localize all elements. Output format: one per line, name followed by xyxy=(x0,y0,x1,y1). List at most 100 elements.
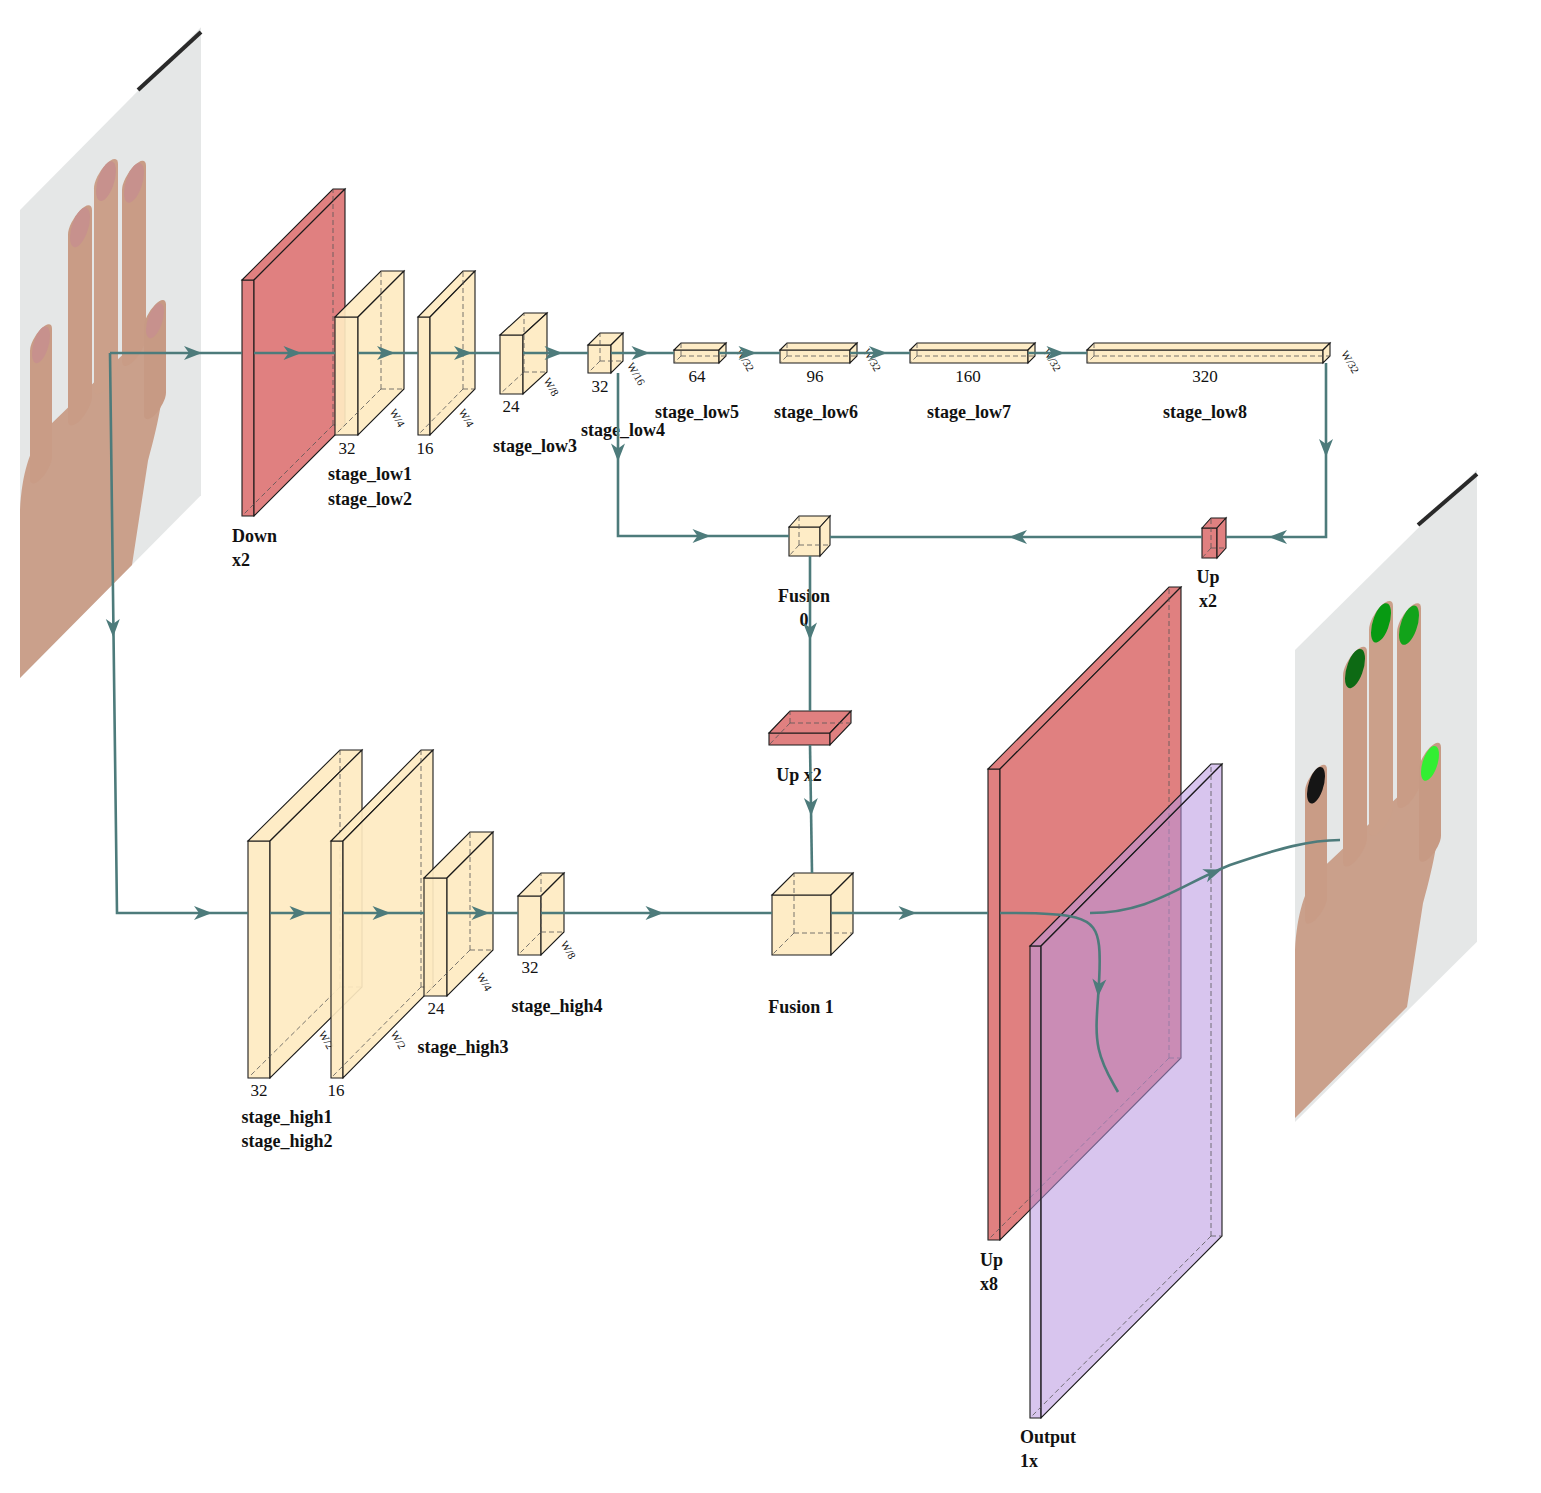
block-face xyxy=(1217,518,1226,558)
output-layer: Output 1x xyxy=(1030,764,1222,1418)
arrow-head xyxy=(1269,530,1287,544)
hidden-edge xyxy=(463,389,475,390)
block-face xyxy=(780,343,857,350)
block-face xyxy=(424,878,447,996)
block-face xyxy=(248,841,270,1078)
hidden-edge xyxy=(541,873,542,932)
hidden-edge xyxy=(1087,356,1094,363)
fusion-block: Fusion 0 xyxy=(789,516,830,556)
block-face xyxy=(331,841,343,1078)
layer-name: stage_low4 xyxy=(581,418,665,442)
block-outline xyxy=(674,343,726,363)
block-face xyxy=(1030,946,1041,1418)
block-face xyxy=(674,343,726,350)
block-face xyxy=(1087,350,1323,363)
hidden-edge xyxy=(917,356,1035,357)
arrow-head xyxy=(1009,530,1027,544)
channel-count: 24 xyxy=(503,396,520,419)
hidden-edge xyxy=(1202,548,1211,558)
upsample-layer: Up x2 xyxy=(1202,518,1226,558)
arrow-head xyxy=(693,529,711,543)
connector xyxy=(1226,363,1326,537)
arrow-head xyxy=(290,906,308,920)
arrow-head xyxy=(545,346,563,360)
arrow-head xyxy=(899,906,917,920)
dimension-label: W/4 xyxy=(387,407,406,429)
layer-name: stage_low8 xyxy=(1163,400,1247,424)
hidden-edge xyxy=(381,389,404,390)
nail-shape xyxy=(96,154,116,208)
block-face xyxy=(418,317,430,435)
arrow-head xyxy=(1047,346,1065,360)
block-face xyxy=(343,750,433,1078)
block-outline xyxy=(1030,764,1222,1418)
block-face xyxy=(588,345,611,373)
channel-count: 32 xyxy=(592,376,609,399)
hidden-edge xyxy=(917,343,918,356)
input-wire xyxy=(110,353,248,913)
output-image xyxy=(1295,470,1477,1122)
arrow-head xyxy=(803,623,817,641)
hidden-edge xyxy=(787,343,788,356)
layer-name: stage_low7 xyxy=(927,400,1011,424)
hidden-edge xyxy=(1211,518,1212,548)
hidden-edge xyxy=(588,361,600,373)
block-face xyxy=(910,343,1035,350)
layer-name: stage_low1 xyxy=(328,462,412,486)
channel-count: 32 xyxy=(339,438,356,461)
input-wire xyxy=(110,352,242,355)
block-face xyxy=(1041,764,1222,1418)
hidden-edge xyxy=(421,750,422,987)
layer-name: stage_low5 xyxy=(655,400,739,424)
upsample-layer: Up x2 xyxy=(769,711,851,745)
nail-shape xyxy=(70,200,90,254)
nail-mask xyxy=(1421,739,1439,787)
layer-name: stage_low6 xyxy=(774,400,858,424)
dimension-label: W/8 xyxy=(541,376,560,398)
arrow-head xyxy=(1091,978,1106,997)
nail-shape xyxy=(124,156,144,210)
pen-shape xyxy=(1418,474,1477,525)
hidden-edge xyxy=(381,271,382,389)
block-outline xyxy=(769,711,851,745)
layer-name: stage_high2 xyxy=(241,1129,332,1153)
block-face xyxy=(780,350,850,363)
arrow-head xyxy=(472,906,490,920)
hidden-edge xyxy=(1094,356,1330,357)
hidden-edge xyxy=(335,389,381,435)
hidden-edge xyxy=(418,389,463,435)
block-face xyxy=(910,350,1028,363)
hidden-edge xyxy=(470,832,471,950)
block-face xyxy=(830,711,851,745)
arrow-head xyxy=(373,906,391,920)
block-face xyxy=(769,733,830,745)
channel-count: 160 xyxy=(955,366,981,389)
arrow-head xyxy=(632,346,650,360)
arrow-head xyxy=(611,444,625,462)
arrow-head xyxy=(646,906,664,920)
block-outline xyxy=(910,343,1035,363)
dimension-label: W/4 xyxy=(474,971,493,993)
layer-name: stage_high4 xyxy=(511,994,602,1018)
hidden-edge xyxy=(1211,764,1212,1236)
hidden-edge xyxy=(780,356,787,363)
channel-count: 96 xyxy=(807,366,824,389)
dimension-label: W/8 xyxy=(558,939,577,961)
hidden-edge xyxy=(1211,548,1226,549)
block-face xyxy=(242,280,254,516)
arrow-head xyxy=(804,798,818,816)
hidden-edge xyxy=(333,189,334,425)
nail-mask xyxy=(1345,642,1365,696)
arrow-head xyxy=(1202,863,1224,882)
feature-block: 160W/32stage_low7 xyxy=(910,343,1035,363)
block-face xyxy=(1202,528,1217,558)
connector xyxy=(1000,913,1118,1092)
nail-mask xyxy=(1399,598,1419,652)
hidden-edge xyxy=(1030,1236,1211,1418)
hidden-edge xyxy=(470,950,493,951)
dimension-label: W/2 xyxy=(388,1029,407,1051)
nail-mask xyxy=(1371,596,1391,650)
